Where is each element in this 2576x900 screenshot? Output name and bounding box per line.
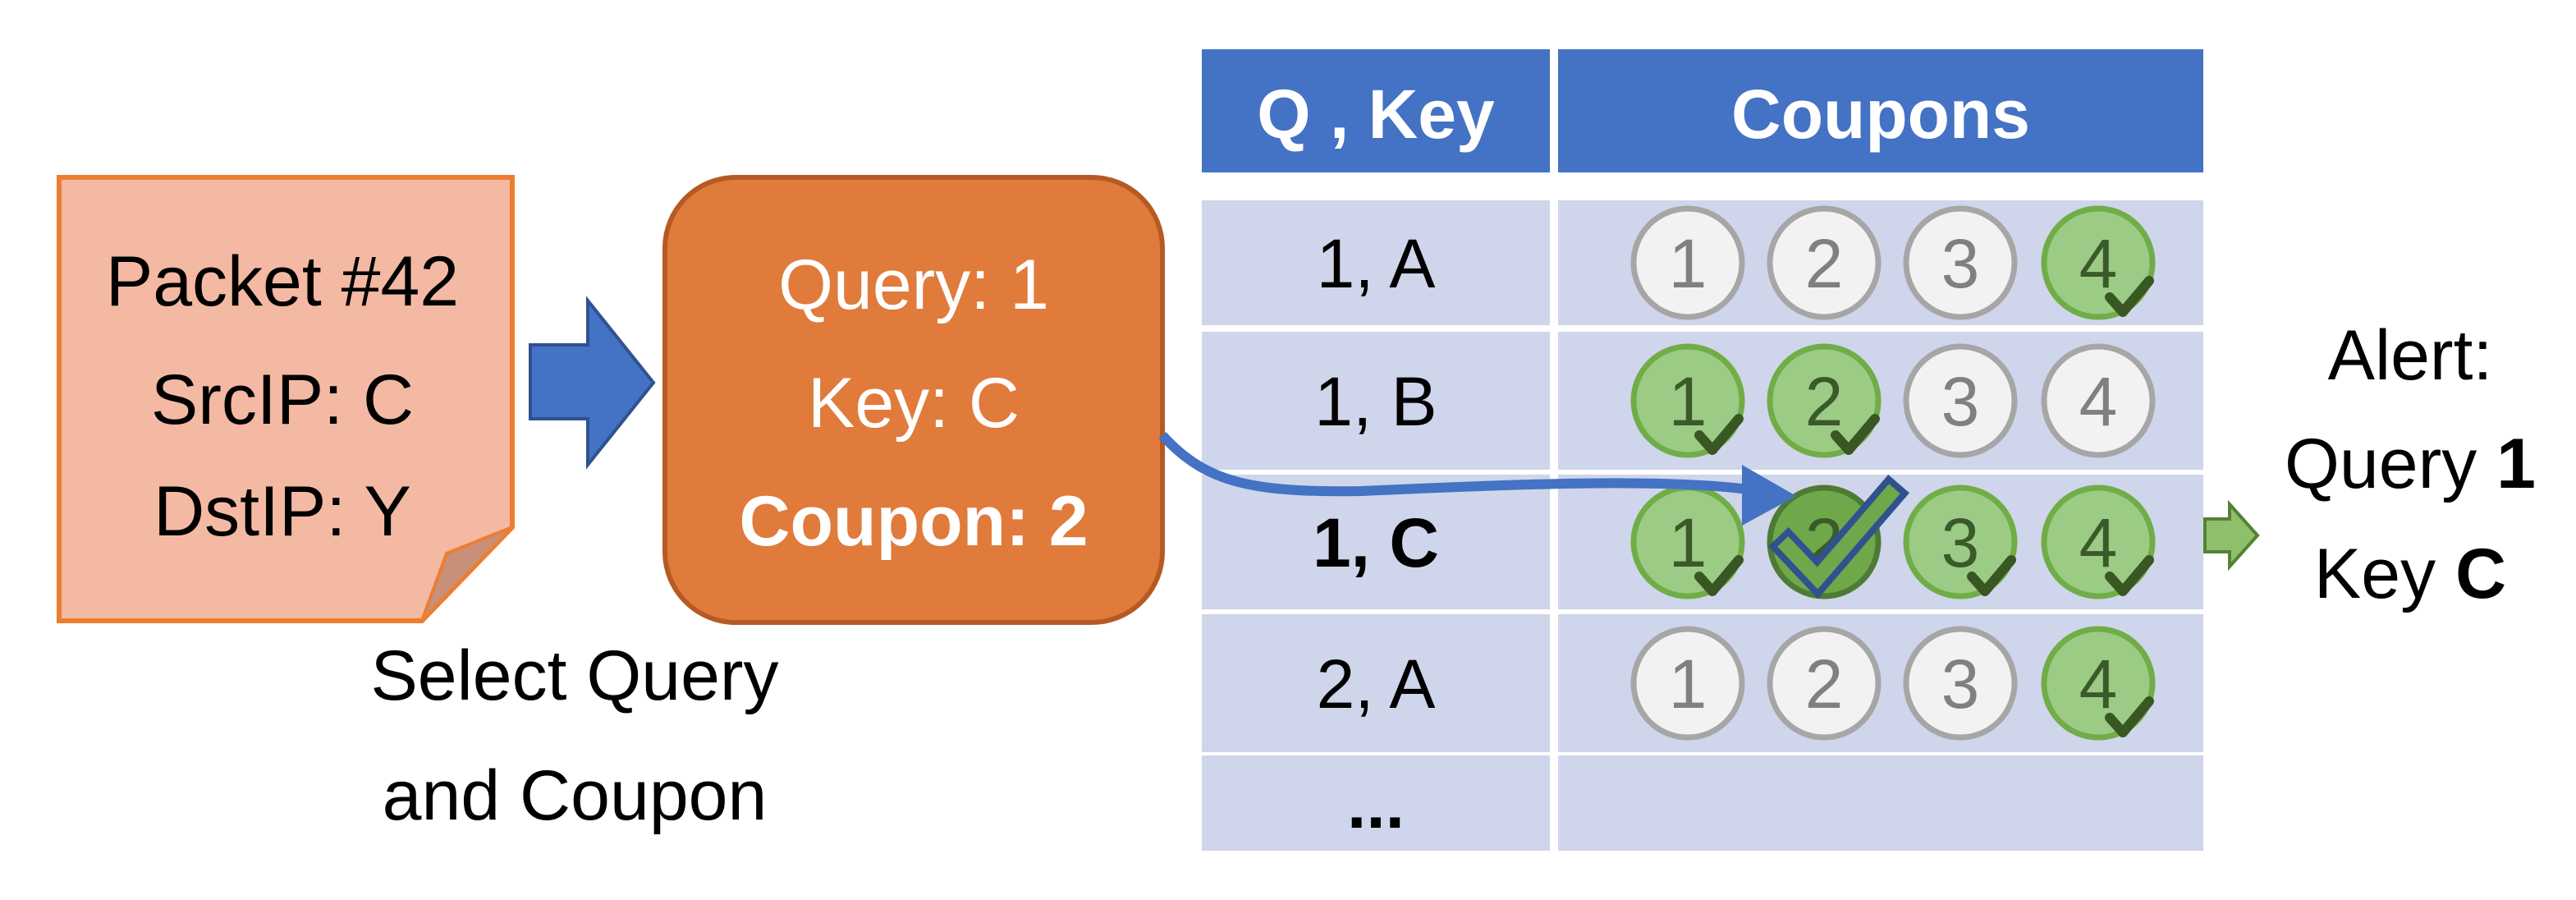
coupon-number: 4	[2079, 504, 2118, 581]
alert-query: Query 1	[2285, 425, 2536, 503]
coupon-number: 4	[2079, 363, 2118, 440]
coupon-collected: 3	[1903, 484, 2018, 599]
caption-line-1: Select Query	[370, 636, 778, 715]
coupon-number: 2	[1805, 645, 1844, 723]
coupon-empty: 3	[1903, 343, 2018, 458]
coupon-number: 2	[1805, 225, 1844, 302]
row-key-cell	[1202, 475, 1550, 609]
query-line: Query: 1	[778, 246, 1049, 324]
coupon-arrow	[1158, 431, 1749, 497]
header-qkey: Q , Key	[1257, 76, 1495, 153]
packet-note-fold	[420, 526, 514, 622]
alert-query-value: 1	[2496, 425, 2536, 503]
coupon-collected: 4	[2041, 484, 2156, 599]
coupon-collected: 1	[1630, 484, 1745, 599]
coupon-empty: 2	[1767, 626, 1882, 741]
coupon-number: 1	[1669, 363, 1707, 440]
coupon-new: 2	[1767, 475, 1909, 599]
table-row: 1, A 1 2 3 4	[1202, 200, 2203, 325]
coupon-empty: 1	[1630, 205, 1745, 320]
row-key-cell	[1202, 200, 1550, 325]
alert-arrow-icon	[2203, 499, 2260, 572]
key-line: Key: C	[808, 364, 1020, 443]
coupon-collected: 4	[2041, 626, 2156, 741]
coupon-line: Coupon: 2	[739, 482, 1088, 561]
coupon-collected: 2	[1767, 343, 1882, 458]
coupon-collected: 1	[1630, 343, 1745, 458]
row-key-label: 1, B	[1314, 363, 1437, 440]
coupon-empty: 4	[2041, 343, 2156, 458]
coupon-number: 1	[1669, 225, 1707, 302]
coupon-empty: 1	[1630, 626, 1745, 741]
check-icon	[2105, 276, 2154, 317]
packet-title: Packet #42	[106, 242, 459, 321]
alert-query-prefix: Query	[2285, 425, 2496, 503]
table-row: 1, B 1 2 3 4	[1202, 332, 2203, 470]
coupon-number: 2	[1805, 363, 1844, 440]
row-key-label: ...	[1347, 765, 1405, 843]
alert-title: Alert:	[2328, 316, 2493, 395]
coupon-number: 3	[1941, 363, 1980, 440]
alert-key: Key C	[2314, 535, 2506, 613]
query-box: Query: 1 Key: C Coupon: 2	[662, 175, 1165, 625]
coupon-number: 3	[1941, 504, 1980, 581]
coupon-empty: 3	[1903, 626, 2018, 741]
check-icon	[1831, 414, 1880, 455]
packet-dstip: DstIP: Y	[154, 472, 411, 551]
coupon-number: 3	[1941, 225, 1980, 302]
coupon-empty: 2	[1767, 205, 1882, 320]
header-coupons: Coupons	[1731, 76, 2030, 153]
coupon-number: 3	[1941, 645, 1980, 723]
coupon-number: 1	[1669, 645, 1707, 723]
row-key-label: 2, A	[1317, 645, 1436, 723]
check-icon	[2105, 696, 2154, 737]
big-check-icon	[1777, 484, 1900, 590]
row-coupons-cell	[1558, 755, 2203, 851]
check-icon	[1694, 414, 1744, 455]
block-arrow-icon	[529, 296, 656, 470]
alert-key-value: C	[2455, 535, 2506, 613]
row-key-label: 1, C	[1313, 504, 1439, 581]
table-header: Q , Key Coupons	[1202, 49, 2203, 172]
coupon-arrow-head-icon	[1742, 465, 1796, 526]
alert-key-prefix: Key	[2314, 535, 2455, 613]
coupon-number: 1	[1669, 504, 1707, 581]
caption-line-2: and Coupon	[383, 756, 768, 835]
packet-note: Packet #42 SrcIP: C DstIP: Y	[57, 175, 515, 623]
table-row: ...	[1202, 755, 2203, 851]
coupon-number: 4	[2079, 645, 2118, 723]
row-key-cell	[1202, 614, 1550, 752]
check-icon	[1694, 555, 1744, 596]
row-key-cell	[1202, 332, 1550, 470]
table-row: 2, A 1 2 3 4	[1202, 614, 2203, 752]
row-key-label: 1, A	[1317, 225, 1436, 302]
check-icon	[1967, 555, 2016, 596]
alert: Alert: Query 1 Key C	[2285, 316, 2536, 613]
coupon-empty: 3	[1903, 205, 2018, 320]
coupon-collected: 4	[2041, 205, 2156, 320]
packet-srcip: SrcIP: C	[151, 360, 414, 439]
coupon-number: 4	[2079, 225, 2118, 302]
check-icon	[2105, 555, 2154, 596]
row-key-cell	[1202, 755, 1550, 851]
